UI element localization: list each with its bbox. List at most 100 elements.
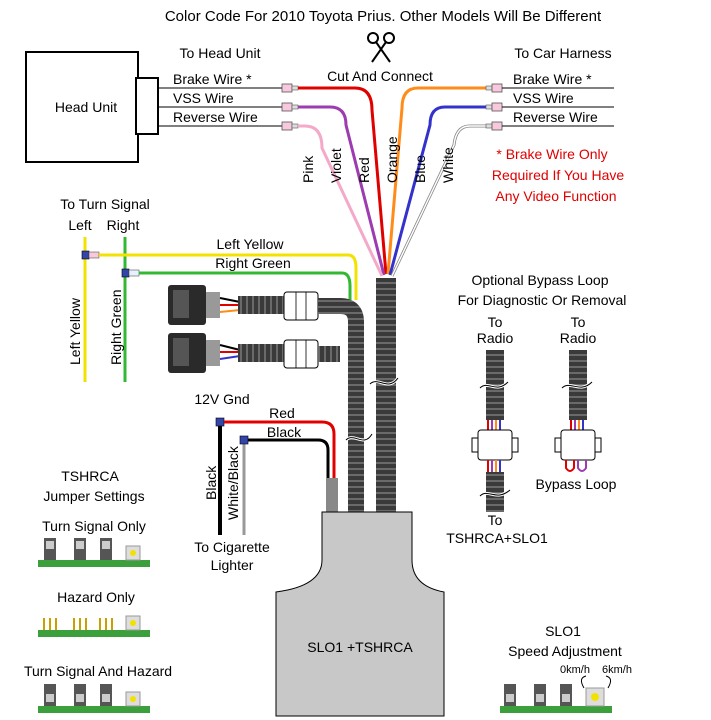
head-unit-label: Head Unit: [55, 99, 117, 115]
jumper-hazard-only-board: [38, 615, 150, 637]
right-green-wire: [139, 271, 352, 300]
switch-upper-plug: [283, 291, 319, 321]
jumper-turn-only-board: [38, 538, 150, 567]
white-black-vertical-label: White/Black: [225, 445, 241, 520]
speed-high-label: 6km/h: [602, 664, 632, 676]
white-wire-label: White: [440, 147, 456, 183]
turn-signal-left-label: Left: [68, 217, 91, 233]
gnd-label: 12V Gnd: [194, 391, 249, 407]
bypass-right-loom: [569, 350, 587, 420]
orange-wire: [386, 86, 492, 275]
left-tap-plug: [88, 251, 100, 259]
bypass-loop-wires: [565, 460, 587, 472]
lower-harness-stub: [318, 346, 340, 362]
red-wire: [298, 86, 388, 275]
orange-wire-label: Orange: [384, 136, 400, 183]
bypass-left-wires-bottom: [487, 460, 501, 472]
blue-wire-label: Blue: [412, 155, 428, 183]
black-vertical-label: Black: [203, 465, 219, 500]
switch-upper-loom: [238, 296, 284, 314]
violet-wire-label: Violet: [328, 148, 344, 183]
violet-wire: [298, 105, 386, 276]
jumper-title-1: TSHRCA: [61, 468, 119, 484]
car-brake-connector: [485, 83, 503, 93]
power-loom-stub: [326, 478, 338, 514]
jumper-title-2: Jumper Settings: [43, 488, 144, 504]
bypass-right-connector: [554, 429, 602, 461]
head-reverse-connector: [281, 121, 299, 131]
turn-signal-title: To Turn Signal: [60, 196, 150, 212]
left-yellow-wire: [99, 253, 358, 300]
bypass-radio-left: Radio: [477, 330, 514, 346]
speed-title-2: Speed Adjustment: [508, 643, 622, 659]
module-body: [275, 511, 445, 717]
car-reverse-connector: [485, 121, 503, 131]
note-line-3: Any Video Function: [495, 188, 616, 204]
jumper-turn-hazard-board: [38, 684, 150, 713]
head-vss-connector: [281, 102, 299, 112]
cigarette-label-2: Lighter: [211, 557, 254, 573]
to-car-harness-label: To Car Harness: [514, 45, 611, 61]
note-line-1: * Brake Wire Only: [496, 146, 607, 162]
car-vss-connector: [485, 102, 503, 112]
white-wire: [391, 125, 492, 277]
car-brake-label: Brake Wire *: [513, 71, 592, 87]
bypass-to-bottom: To: [488, 512, 503, 528]
upper-harness-loom: [318, 298, 364, 512]
bypass-to-left: To: [488, 314, 503, 330]
head-vss-label: VSS Wire: [173, 90, 234, 106]
blue-wire: [388, 105, 492, 276]
cigarette-label-1: To Cigarette: [194, 539, 270, 555]
left-yellow-label: Left Yellow: [217, 236, 285, 252]
to-head-unit-label: To Head Unit: [180, 45, 261, 61]
bypass-tshrca-label: TSHRCA+SLO1: [446, 530, 548, 546]
switch-lower-loom: [238, 344, 284, 362]
head-reverse-label: Reverse Wire: [173, 109, 258, 125]
bypass-left-connector: [471, 429, 519, 461]
black-power-wire: [248, 438, 330, 478]
head-brake-connector: [281, 83, 299, 93]
bypass-title-2: For Diagnostic Or Removal: [458, 292, 627, 308]
cut-connect-label: Cut And Connect: [327, 68, 433, 84]
head-unit-connector: [135, 77, 159, 135]
switch-upper: [168, 285, 241, 325]
red-power-wire: [224, 420, 336, 478]
pink-wire-label: Pink: [300, 155, 316, 183]
black-power-label: Black: [267, 424, 302, 440]
black-tap-connector: [239, 435, 249, 445]
jumper-turn-hazard-label: Turn Signal And Hazard: [24, 663, 172, 679]
red-tap-connector: [215, 417, 225, 427]
bypass-title-1: Optional Bypass Loop: [472, 272, 609, 288]
left-yellow-vertical-label: Left Yellow: [67, 297, 83, 365]
turn-signal-right-label: Right: [107, 217, 140, 233]
switch-lower-plug: [283, 339, 319, 369]
speed-board: [500, 684, 612, 713]
page-title: Color Code For 2010 Toyota Prius. Other …: [165, 8, 602, 25]
speed-arrow-right-icon: [605, 675, 612, 689]
right-tap-connector: [121, 268, 130, 278]
right-green-label: Right Green: [215, 255, 290, 271]
speed-low-label: 0km/h: [560, 664, 590, 676]
bypass-loop-label: Bypass Loop: [536, 476, 617, 492]
red-power-label: Red: [269, 405, 295, 421]
speed-title-1: SLO1: [545, 623, 581, 639]
module-label: SLO1 +TSHRCA: [307, 639, 413, 655]
jumper-turn-only-label: Turn Signal Only: [42, 518, 146, 534]
jumper-hazard-only-label: Hazard Only: [57, 589, 135, 605]
bypass-radio-right: Radio: [560, 330, 597, 346]
scissors-icon: [367, 32, 395, 63]
speed-arrow-left-icon: [580, 675, 587, 689]
note-line-2: Required If You Have: [492, 167, 625, 183]
head-brake-label: Brake Wire *: [173, 71, 252, 87]
car-reverse-label: Reverse Wire: [513, 109, 598, 125]
left-tap-connector: [81, 250, 90, 260]
right-green-vertical-label: Right Green: [108, 290, 124, 365]
bypass-left-upper-loom: [486, 350, 504, 420]
bypass-to-right: To: [571, 314, 586, 330]
switch-lower: [168, 333, 241, 373]
pink-wire: [298, 124, 384, 277]
right-tap-plug: [128, 269, 140, 277]
red-wire-label: Red: [356, 157, 372, 183]
bypass-left-lower-loom: [486, 472, 504, 512]
